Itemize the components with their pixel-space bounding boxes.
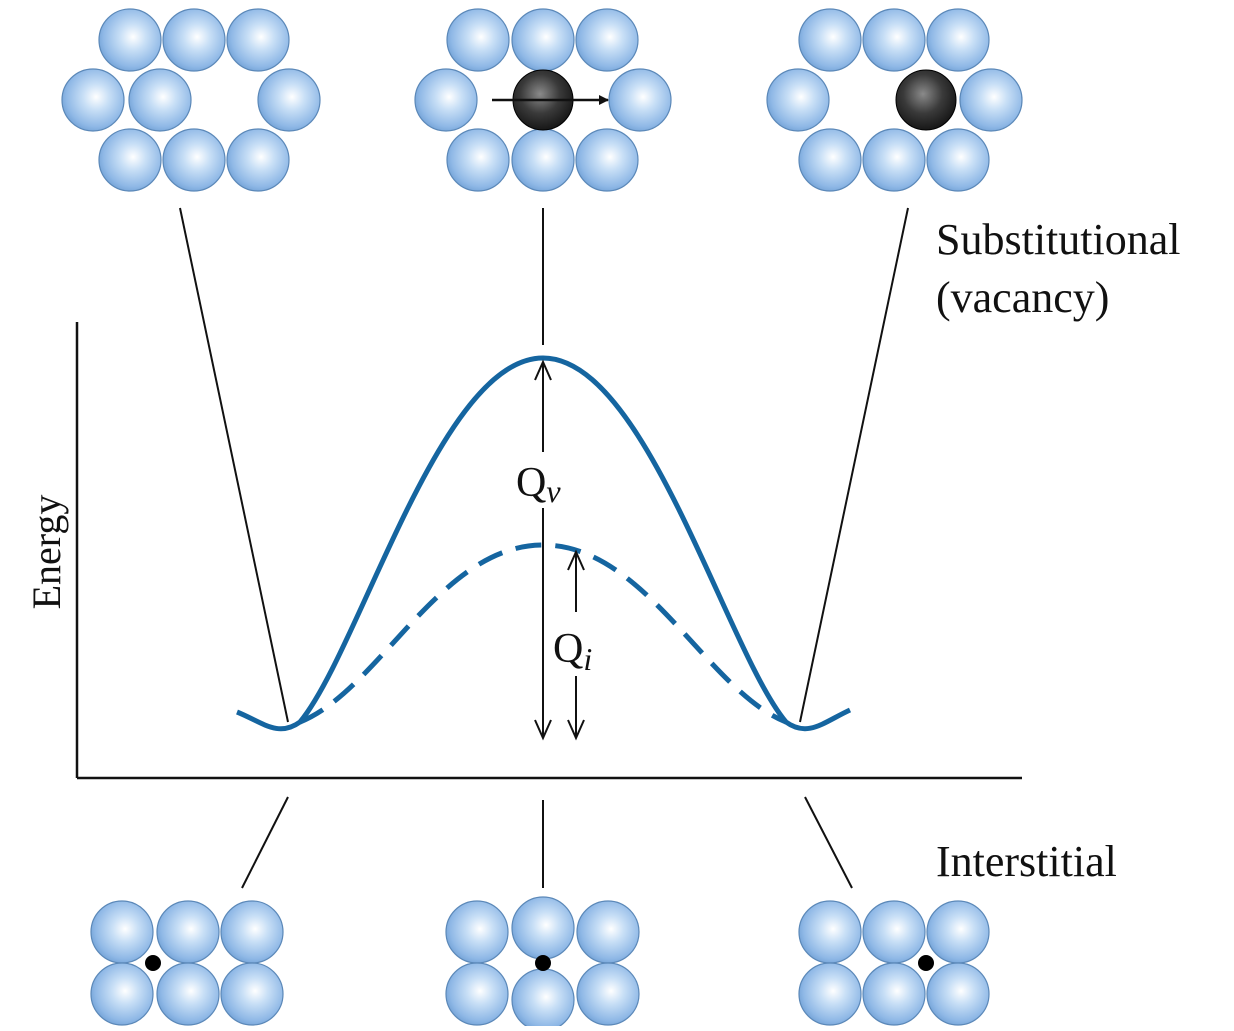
host-atom-icon [90,900,154,964]
migrating-atom-icon [895,69,957,131]
host-atom-icon [162,128,226,192]
host-atom-icon [575,8,639,72]
host-atom-icon [576,962,640,1026]
substitutional-initial-cluster [61,8,321,192]
host-atom-icon [926,128,990,192]
host-atom-icon [862,900,926,964]
host-atom-icon [257,68,321,132]
host-atom-icon [220,962,284,1026]
host-atom-icon [926,900,990,964]
host-atom-icon [98,128,162,192]
host-atom-icon [162,8,226,72]
substitutional-label: Substitutional [936,215,1180,264]
interstitial-energy-curve [299,542,787,725]
interstitial-atom-icon [535,955,551,971]
connector-bot-right [804,796,853,889]
interstitial-atom-icon [918,955,934,971]
host-atom-icon [61,68,125,132]
host-atom-icon [156,962,220,1026]
host-atom-icon [511,8,575,72]
interstitial-final-cluster [798,900,990,1026]
host-atom-icon [90,962,154,1026]
host-atom-icon [446,128,510,192]
axes [75,322,1022,780]
interstitial-initial-cluster [90,900,284,1026]
substitutional-transition-cluster [414,8,672,192]
host-atom-icon [511,968,575,1031]
connector-top-left [179,207,289,723]
host-atom-icon [156,900,220,964]
host-atom-icon [220,900,284,964]
qv-arrow [534,359,552,741]
vacancy-label: (vacancy) [936,273,1109,322]
interstitial-atom-icon [145,955,161,971]
host-atom-icon [862,128,926,192]
host-atom-icon [798,962,862,1026]
qi-label: Qi [553,626,592,677]
host-atom-icon [445,900,509,964]
host-atom-icon [959,68,1023,132]
substitutional-final-cluster [766,8,1023,192]
interstitial-label: Interstitial [936,837,1117,886]
host-atom-icon [511,896,575,960]
host-atom-icon [414,68,478,132]
host-atom-icon [862,8,926,72]
host-atom-icon [511,128,575,192]
host-atom-icon [862,962,926,1026]
host-atom-icon [226,128,290,192]
host-atom-icon [445,962,509,1026]
host-atom-icon [128,68,192,132]
energy-axis-label: Energy [24,495,69,610]
qv-label: Qv [516,460,561,509]
interstitial-transition-cluster [445,896,640,1031]
host-atom-icon [98,8,162,72]
connector-bot-left [241,796,289,889]
qi-arrow [567,549,585,741]
host-atom-icon [446,8,510,72]
host-atom-icon [798,900,862,964]
host-atom-icon [575,128,639,192]
host-atom-icon [226,8,290,72]
connector-lines [179,207,909,889]
host-atom-icon [576,900,640,964]
host-atom-icon [926,8,990,72]
host-atom-icon [798,8,862,72]
host-atom-icon [766,68,830,132]
host-atom-icon [608,68,672,132]
connector-top-right [799,207,909,723]
host-atom-icon [798,128,862,192]
host-atom-icon [926,962,990,1026]
